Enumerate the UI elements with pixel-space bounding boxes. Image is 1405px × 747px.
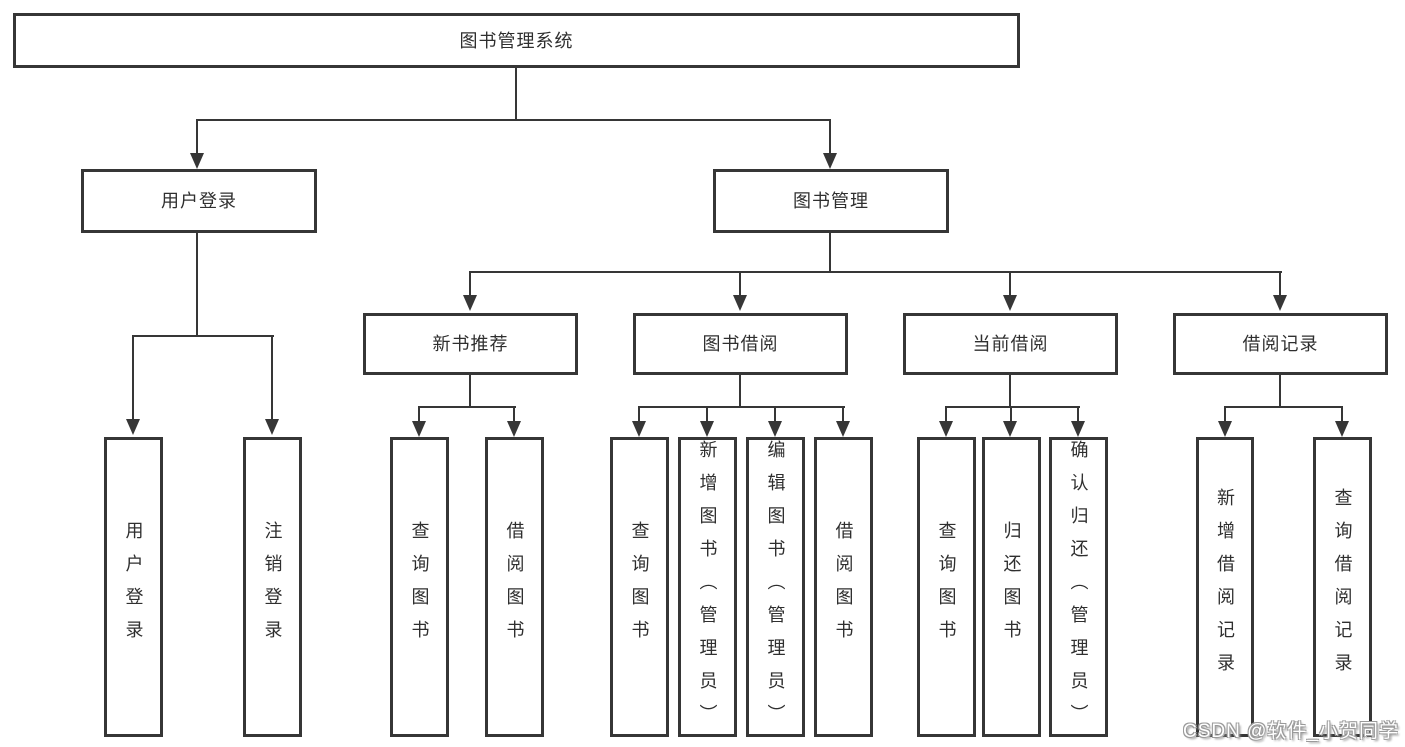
connector-drop-book-management (829, 119, 831, 155)
arrowhead-icon (1335, 421, 1349, 437)
connector-drop-user-login-leaf (132, 335, 134, 421)
arrowhead-icon (1071, 421, 1085, 437)
connector-drop-book-borrowing (739, 271, 741, 297)
connector-book-borrowing-drop (739, 375, 741, 408)
leaf-borrowing-edit-books: 编辑图书（管理员） (746, 437, 805, 737)
connector-rail-level3 (469, 271, 1282, 273)
connector-borrowing-records-drop (1279, 375, 1281, 408)
arrowhead-icon (126, 419, 140, 435)
node-user-login: 用户登录 (81, 169, 317, 233)
node-new-book-recommendation: 新书推荐 (363, 313, 578, 375)
connector-rail-level1 (196, 119, 831, 121)
arrowhead-icon (463, 295, 477, 311)
leaf-recommend-query-books: 查询图书 (390, 437, 449, 737)
arrowhead-icon (939, 421, 953, 437)
leaf-records-add-record: 新增借阅记录 (1196, 437, 1254, 737)
connector-drop-leaf (1224, 406, 1226, 423)
connector-drop-leaf (513, 406, 515, 423)
arrowhead-icon (632, 421, 646, 437)
leaf-current-query-books: 查询图书 (917, 437, 976, 737)
connector-drop-leaf (638, 406, 640, 423)
arrowhead-icon (823, 153, 837, 169)
connector-drop-leaf (1010, 406, 1012, 423)
connector-drop-borrowing-records (1279, 271, 1281, 297)
connector-current-borrowing-drop (1009, 375, 1011, 408)
connector-rail-new-book (418, 406, 516, 408)
arrowhead-icon (1218, 421, 1232, 437)
arrowhead-icon (768, 421, 782, 437)
connector-drop-new-book (469, 271, 471, 297)
arrowhead-icon (190, 153, 204, 169)
leaf-current-return-books: 归还图书 (982, 437, 1041, 737)
arrowhead-icon (836, 421, 850, 437)
connector-new-book-drop (469, 375, 471, 408)
connector-rail-user-login (132, 335, 274, 337)
connector-drop-leaf (418, 406, 420, 423)
leaf-logout: 注销登录 (243, 437, 302, 737)
node-book-borrowing: 图书借阅 (633, 313, 848, 375)
arrowhead-icon (265, 419, 279, 435)
leaf-recommend-borrow-books: 借阅图书 (485, 437, 544, 737)
connector-drop-leaf (706, 406, 708, 423)
leaf-records-query-record: 查询借阅记录 (1313, 437, 1372, 737)
connector-drop-user-login (196, 119, 198, 155)
connector-rail-borrowing-records (1224, 406, 1343, 408)
connector-rail-book-borrowing (638, 406, 845, 408)
leaf-user-login: 用户登录 (104, 437, 163, 737)
node-borrowing-records: 借阅记录 (1173, 313, 1388, 375)
connector-rail-current-borrowing (945, 406, 1080, 408)
leaf-borrowing-add-books: 新增图书（管理员） (678, 437, 737, 737)
connector-drop-leaf (945, 406, 947, 423)
leaf-borrowing-query-books: 查询图书 (610, 437, 669, 737)
node-root: 图书管理系统 (13, 13, 1020, 68)
node-book-management: 图书管理 (713, 169, 949, 233)
arrowhead-icon (412, 421, 426, 437)
arrowhead-icon (1273, 295, 1287, 311)
leaf-current-confirm-return: 确认归还（管理员） (1049, 437, 1108, 737)
connector-root-drop (515, 68, 517, 120)
connector-user-login-drop (196, 233, 198, 337)
csdn-watermark: CSDN @软件_小贺同学 (1183, 721, 1399, 742)
connector-drop-leaf (1077, 406, 1079, 423)
arrowhead-icon (733, 295, 747, 311)
arrowhead-icon (1003, 295, 1017, 311)
arrowhead-icon (700, 421, 714, 437)
node-current-borrowing: 当前借阅 (903, 313, 1118, 375)
leaf-borrowing-borrow-books: 借阅图书 (814, 437, 873, 737)
connector-drop-leaf (1341, 406, 1343, 423)
connector-drop-current-borrowing (1009, 271, 1011, 297)
connector-drop-leaf (774, 406, 776, 423)
connector-book-management-drop (829, 233, 831, 273)
connector-drop-logout-leaf (271, 335, 273, 421)
connector-drop-leaf (842, 406, 844, 423)
arrowhead-icon (1003, 421, 1017, 437)
arrowhead-icon (507, 421, 521, 437)
